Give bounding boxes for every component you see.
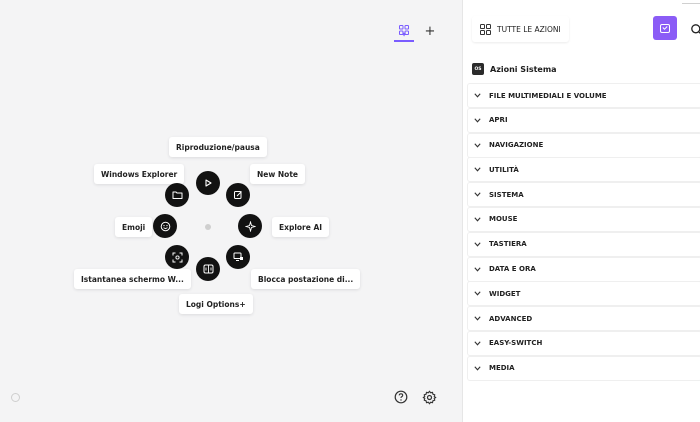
chevron-down-icon	[474, 92, 481, 99]
search-button[interactable]	[690, 22, 700, 36]
chevron-down-icon	[474, 241, 481, 248]
logi-options-icon	[203, 264, 213, 274]
wheel-button-bottom[interactable]	[196, 257, 220, 281]
chevron-down-icon	[474, 166, 481, 173]
grid-icon	[399, 25, 409, 35]
wheel-button-right[interactable]	[238, 214, 262, 238]
wheel-button-left[interactable]	[153, 214, 177, 238]
status-dot-icon	[11, 393, 20, 402]
settings-button[interactable]	[421, 389, 437, 405]
monitor-lock-icon	[233, 252, 243, 261]
category-row[interactable]: UTILITÀ	[468, 158, 700, 182]
wheel-label-bottom-left[interactable]: Istantanea schermo W...	[74, 269, 191, 289]
category-list: FILE MULTIMEDIALI E VOLUME APRI NAVIGAZION…	[468, 84, 700, 382]
category-row[interactable]: TASTIERA	[468, 232, 700, 256]
wheel-label-bottom[interactable]: Logi Options+	[179, 294, 253, 314]
section-header: OS Azioni Sistema	[472, 62, 557, 76]
folder-icon	[172, 191, 182, 199]
all-actions-label: TUTTE LE AZIONI	[497, 24, 561, 34]
gear-icon	[422, 390, 436, 404]
wheel-button-top-left[interactable]	[165, 183, 189, 207]
search-icon	[691, 24, 700, 34]
category-row[interactable]: NAVIGAZIONE	[468, 133, 700, 157]
tab-grid-view[interactable]: ▼	[394, 20, 414, 42]
category-label: APRI	[489, 116, 508, 125]
chevron-down-icon: ▼	[402, 32, 406, 38]
play-icon	[205, 179, 212, 187]
category-label: WIDGET	[489, 289, 521, 298]
os-badge: OS	[472, 63, 484, 75]
category-label: TASTIERA	[489, 240, 527, 249]
wheel-button-top[interactable]	[196, 171, 220, 195]
category-label: ADVANCED	[489, 314, 533, 323]
wheel-canvas: ▼ + Riproduzione/pausa New Note Explore …	[11, 20, 437, 405]
help-icon	[394, 390, 408, 404]
sparkle-ai-icon	[244, 220, 256, 232]
wheel-label-top-right[interactable]: New Note	[250, 164, 306, 184]
more-options-icon[interactable]: ⋮	[696, 64, 700, 73]
category-label: FILE MULTIMEDIALI E VOLUME	[489, 91, 607, 100]
actions-panel: TUTTE LE AZIONI OS Azioni Sistema ⋮ FILE…	[462, 0, 700, 422]
chevron-down-icon	[474, 266, 481, 273]
wheel-center	[205, 224, 211, 230]
category-label: NAVIGAZIONE	[489, 141, 544, 150]
chevron-down-icon	[474, 315, 481, 322]
chevron-down-icon	[474, 216, 481, 223]
category-label: UTILITÀ	[489, 165, 519, 174]
category-row[interactable]: EASY-SWITCH	[468, 331, 700, 355]
category-label: EASY-SWITCH	[489, 339, 543, 348]
chevron-down-icon	[474, 340, 481, 347]
help-button[interactable]	[393, 389, 409, 405]
chevron-down-icon	[474, 117, 481, 124]
category-row[interactable]: WIDGET	[468, 282, 700, 306]
category-row[interactable]: APRI	[468, 108, 700, 132]
all-actions-button[interactable]: TUTTE LE AZIONI	[472, 16, 569, 42]
category-label: MEDIA	[489, 364, 515, 373]
note-edit-icon	[234, 191, 242, 199]
wheel-label-top[interactable]: Riproduzione/pausa	[169, 137, 267, 157]
emoji-icon	[160, 221, 170, 231]
category-row[interactable]: MEDIA	[468, 356, 700, 380]
wheel-label-top-left[interactable]: Windows Explorer	[94, 164, 185, 184]
chevron-down-icon	[474, 142, 481, 149]
bag-check-icon	[660, 24, 670, 33]
section-title: Azioni Sistema	[490, 64, 557, 74]
category-row[interactable]: FILE MULTIMEDIALI E VOLUME	[468, 84, 700, 107]
screenshot-icon	[172, 252, 182, 262]
marketplace-button[interactable]	[653, 16, 677, 40]
chevron-down-icon	[474, 290, 481, 297]
category-row[interactable]: MOUSE	[468, 207, 700, 231]
chevron-down-icon	[474, 365, 481, 372]
category-label: DATA E ORA	[489, 265, 536, 274]
category-label: SISTEMA	[489, 190, 524, 199]
wheel-button-bottom-left[interactable]	[165, 245, 189, 269]
wheel-label-left[interactable]: Emoji	[115, 217, 153, 237]
wheel-label-bottom-right[interactable]: Blocca postazione di...	[251, 269, 361, 289]
chevron-down-icon	[474, 191, 481, 198]
wheel-label-right[interactable]: Explore AI	[272, 217, 330, 237]
grid-icon	[480, 23, 491, 35]
wheel-button-bottom-right[interactable]	[226, 245, 250, 269]
category-row[interactable]: ADVANCED	[468, 307, 700, 331]
window-control[interactable]	[682, 0, 700, 4]
wheel-button-top-right[interactable]	[226, 183, 250, 207]
category-row[interactable]: SISTEMA	[468, 183, 700, 207]
category-row[interactable]: DATA E ORA	[468, 257, 700, 281]
category-label: MOUSE	[489, 215, 518, 224]
add-tab-button[interactable]: +	[424, 23, 436, 39]
